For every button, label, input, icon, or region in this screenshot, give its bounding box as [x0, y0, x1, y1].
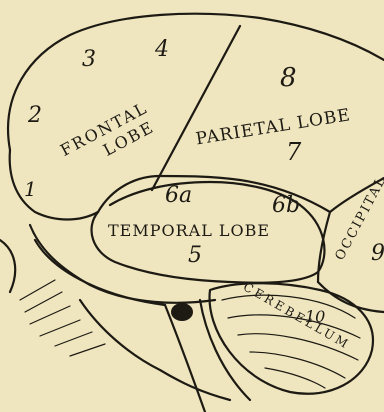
cerebellum-label: CEREBELLUM: [241, 280, 353, 353]
occipital-lower-outline: [318, 282, 384, 312]
area-number-1: 1: [24, 177, 37, 201]
cerebellum-label-text: CEREBELLUM: [241, 280, 353, 353]
area-number-2: 2: [27, 103, 42, 128]
area-number-9: 9: [371, 241, 384, 266]
area-number-10: 10: [305, 307, 325, 326]
pons-ellipse: [171, 303, 193, 321]
area-number-6b: 6b: [272, 193, 300, 218]
area-number-5: 5: [188, 243, 202, 268]
frontal-lobe-label: FRONTAL LOBE: [57, 98, 160, 178]
area-number-6a: 6a: [165, 183, 192, 208]
lower-skull-curve: [80, 300, 230, 400]
left-skull-edge: [0, 240, 15, 292]
cerebellum-fold-5: [265, 368, 325, 388]
area-number-7: 7: [286, 138, 302, 166]
frontal-lower-outline: [10, 150, 98, 220]
temporal-lobe-label: TEMPORAL LOBE: [108, 221, 270, 240]
area-number-4: 4: [154, 37, 169, 62]
parietal-lobe-label-text: PARIETAL LOBE: [194, 105, 352, 149]
cerebellum-fold-4: [250, 352, 345, 378]
parietal-lobe-label: PARIETAL LOBE: [194, 105, 352, 149]
area-number-8: 8: [280, 63, 297, 93]
area-number-3: 3: [82, 47, 96, 72]
